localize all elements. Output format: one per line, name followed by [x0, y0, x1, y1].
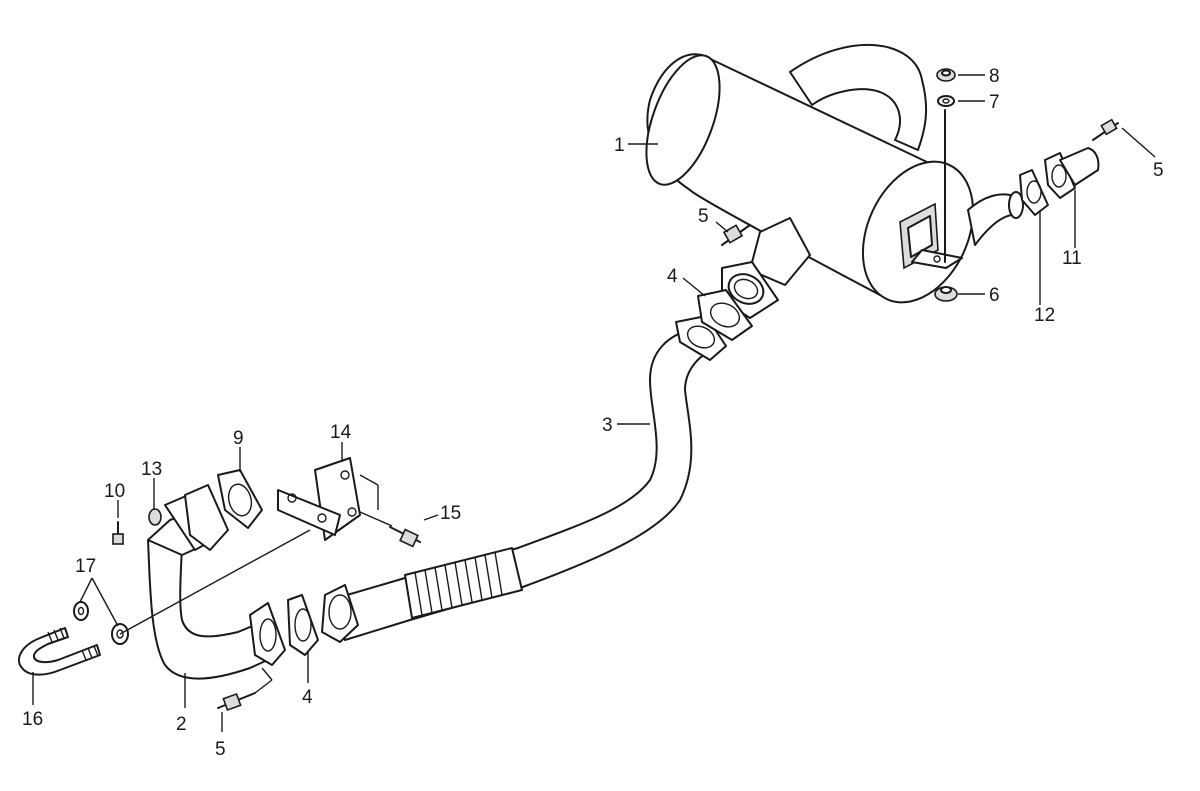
tail-flange-11	[1044, 147, 1100, 199]
washer-7	[937, 95, 955, 107]
muffler	[645, 43, 1024, 319]
label-4-upper: 4	[667, 266, 678, 287]
label-2: 2	[176, 714, 187, 735]
washer-13	[148, 508, 162, 526]
label-16: 16	[22, 709, 43, 730]
label-8: 8	[989, 66, 1000, 87]
label-15: 15	[440, 503, 461, 524]
bracket-14	[277, 457, 361, 541]
bolt-5-upper	[721, 224, 751, 246]
manifold-pipe	[147, 484, 286, 680]
gasket-12	[1019, 169, 1049, 216]
label-7: 7	[989, 92, 1000, 113]
leader-lines	[32, 74, 1156, 732]
nut-6	[934, 286, 958, 302]
front-exhaust-pipe	[321, 315, 727, 643]
label-14: 14	[330, 422, 352, 443]
label-3: 3	[602, 415, 613, 436]
label-1: 1	[614, 135, 625, 156]
bolt-5-lower	[217, 692, 256, 712]
label-9: 9	[233, 428, 244, 449]
label-11: 11	[1062, 248, 1082, 269]
gasket-4-upper	[697, 289, 753, 341]
callout-labels: 1 2 3 4 4 5 5 5 6 7 8 9 10 11 12 13 14 1…	[22, 66, 1164, 760]
bolt-5-right	[1092, 118, 1119, 141]
label-5-right: 5	[1153, 160, 1164, 181]
label-10: 10	[104, 481, 125, 502]
gasket-4-lower	[287, 594, 319, 656]
label-13: 13	[141, 459, 162, 480]
u-bolt-16	[18, 627, 101, 676]
label-17: 17	[75, 556, 96, 577]
label-4-lower: 4	[302, 687, 313, 708]
gasket-9	[217, 469, 263, 529]
label-5-lower: 5	[215, 739, 226, 760]
bolt-10	[112, 521, 124, 545]
label-5-upper: 5	[698, 206, 709, 227]
label-12: 12	[1034, 305, 1055, 326]
nut-8	[936, 68, 956, 82]
label-6: 6	[989, 285, 1000, 306]
bolt-15	[389, 526, 421, 548]
washers-17	[73, 601, 129, 645]
